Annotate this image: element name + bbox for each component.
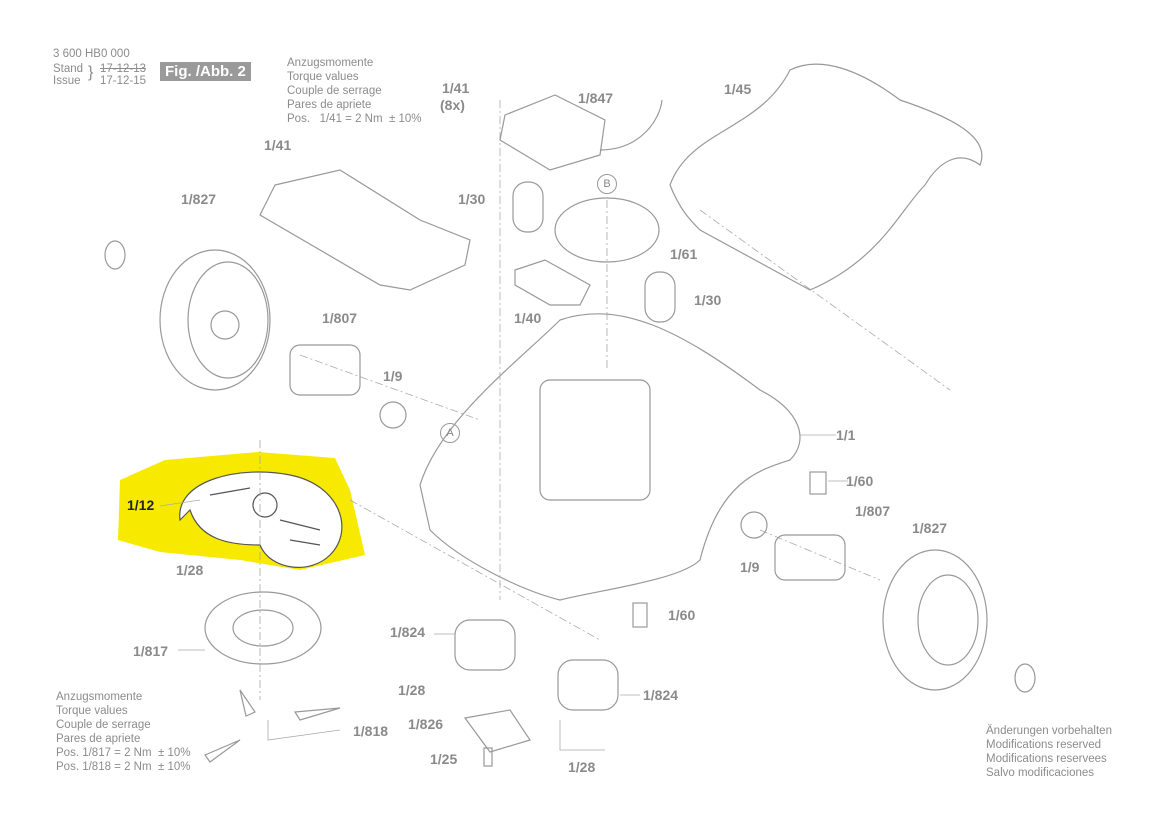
part-label[interactable]: 1/60: [846, 473, 874, 489]
marker-a: A: [440, 423, 460, 443]
part-label[interactable]: 1/824: [643, 687, 679, 703]
motor-right: [740, 511, 846, 581]
circuit-board: [259, 169, 471, 291]
part-label[interactable]: 1/30: [458, 191, 486, 207]
wheel-right: [882, 549, 1036, 693]
torque-line: Pos. 1/41 = 2 Nm ± 10%: [287, 113, 422, 125]
motor-left: [289, 344, 407, 429]
stand-label: Stand: [53, 63, 84, 75]
part-label[interactable]: 1/847: [578, 90, 614, 106]
part-label[interactable]: 1/28: [176, 562, 204, 578]
part-label[interactable]: 1/30: [694, 292, 722, 308]
part-qty: (8x): [440, 97, 465, 113]
part-label[interactable]: 1/60: [668, 607, 696, 623]
part-label[interactable]: 1/45: [724, 81, 752, 97]
part-label[interactable]: 1/817: [133, 643, 169, 659]
torque-line: Pos. 1/818 = 2 Nm ± 10%: [56, 761, 191, 773]
seal-1-40: [514, 259, 591, 306]
torque-line: Anzugsmomente: [56, 691, 143, 703]
wheel-left: [104, 240, 271, 391]
part-label[interactable]: 1/25: [430, 751, 458, 767]
chassis-1-1: [419, 313, 801, 601]
brace: }: [88, 64, 94, 81]
old-date: 17-12-13: [100, 63, 147, 75]
part-label[interactable]: 1/28: [398, 682, 426, 698]
knife-1-818: [239, 689, 256, 717]
torque-line: Couple de serrage: [287, 85, 382, 97]
part-label[interactable]: 1/40: [514, 310, 542, 326]
caster-2: [557, 659, 619, 711]
part-label[interactable]: 1/9: [740, 559, 760, 575]
ring-1-61: [554, 197, 660, 263]
issue-label: Issue: [53, 75, 81, 87]
part-label[interactable]: 1/1: [836, 427, 856, 443]
part-number: 3 600 HB0 000: [53, 48, 130, 60]
part-label[interactable]: 1/807: [855, 503, 891, 519]
part-label[interactable]: 1/41: [264, 137, 292, 153]
cylinder-1-30-a: [512, 181, 544, 233]
torque-line: Pares de apriete: [287, 99, 372, 111]
torque-line: Anzugsmomente: [287, 57, 374, 69]
cylinder-1-30-b: [644, 271, 676, 323]
part-label[interactable]: 1/827: [912, 520, 948, 536]
part-label[interactable]: 1/827: [181, 191, 217, 207]
marker-b: B: [597, 174, 617, 194]
torque-line: Pos. 1/817 = 2 Nm ± 10%: [56, 747, 191, 759]
torque-line: Pares de apriete: [56, 733, 141, 745]
electronics-box: [499, 94, 606, 171]
part-label[interactable]: 1/61: [670, 246, 698, 262]
bracket-1-826: [463, 709, 531, 753]
blade-disc-1-12: [179, 471, 343, 568]
part-label[interactable]: 1/818: [353, 723, 389, 739]
caster-1: [454, 619, 516, 671]
torque-top: Anzugsmomente Torque values Couple de se…: [287, 56, 421, 126]
note-line: Änderungen vorbehalten: [986, 725, 1112, 737]
plate-1-817: [204, 591, 322, 665]
part-label[interactable]: 1/826: [408, 716, 444, 732]
modifications-note: Änderungen vorbehalten Modifications res…: [986, 724, 1112, 780]
part-label-highlighted[interactable]: 1/12: [127, 497, 155, 513]
part-label[interactable]: 1/28: [568, 759, 596, 775]
frame-1-45: [669, 63, 983, 291]
part-label[interactable]: 1/807: [322, 310, 358, 326]
part-label[interactable]: 1/9: [383, 368, 403, 384]
note-line: Modifications reservees: [986, 753, 1107, 765]
note-line: Modifications reserved: [986, 739, 1102, 751]
torque-bottom: Anzugsmomente Torque values Couple de se…: [56, 690, 190, 774]
part-label[interactable]: 1/41: [442, 80, 470, 96]
new-date: 17-12-15: [100, 75, 147, 87]
note-line: Salvo modificaciones: [986, 767, 1095, 779]
torque-line: Torque values: [56, 705, 128, 717]
torque-line: Torque values: [287, 71, 359, 83]
torque-line: Couple de serrage: [56, 719, 151, 731]
figure-label: Fig. /Abb. 2: [160, 62, 251, 81]
part-label[interactable]: 1/824: [390, 624, 426, 640]
